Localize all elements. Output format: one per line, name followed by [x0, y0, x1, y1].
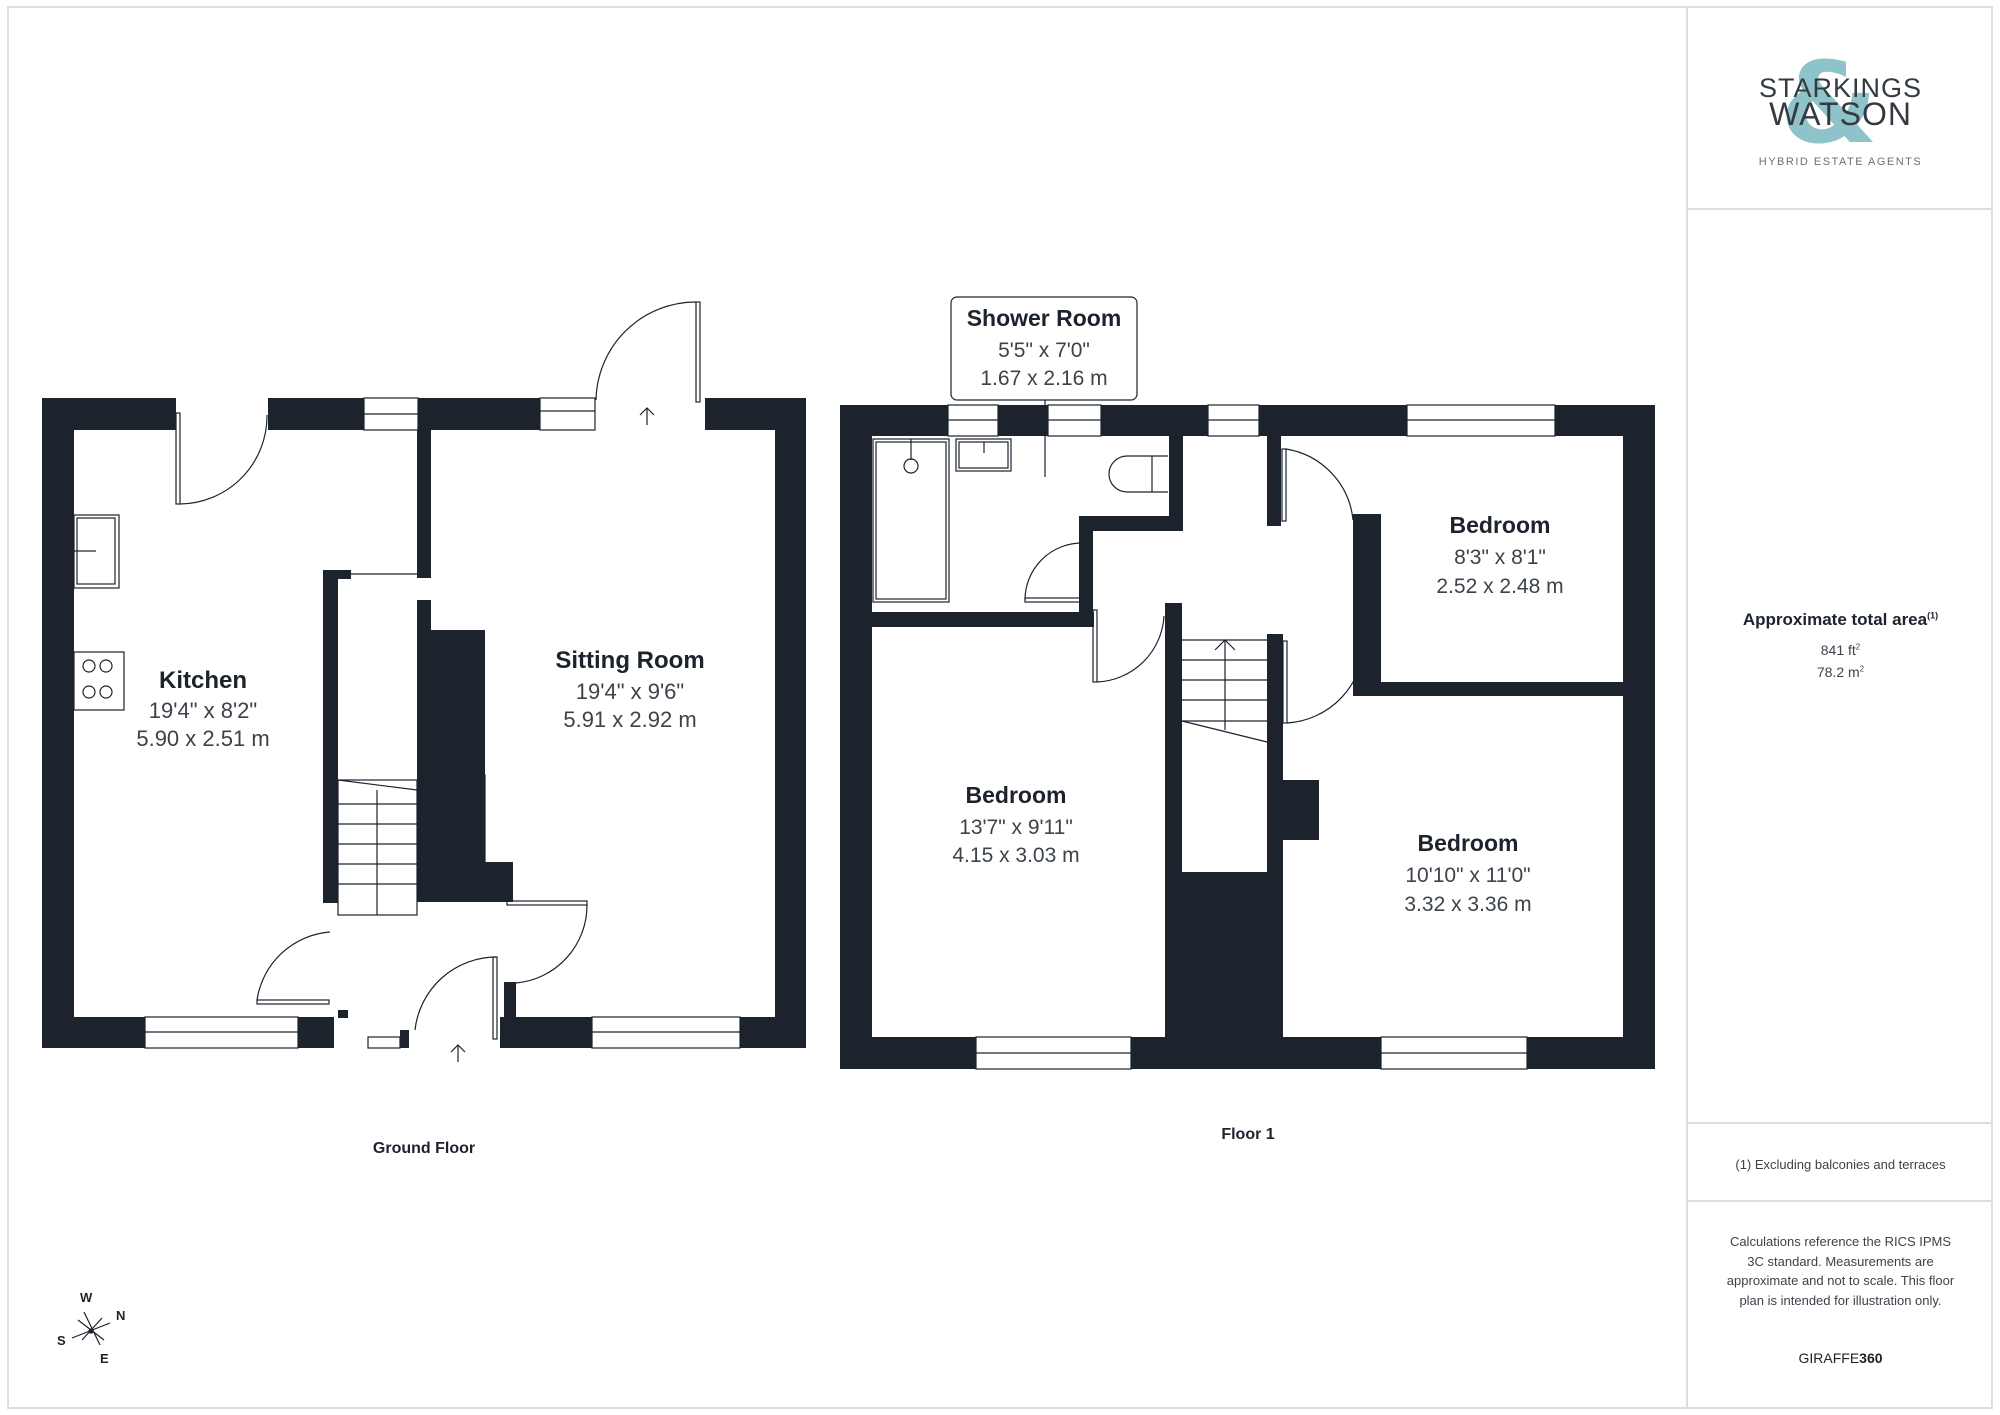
room-bedroom-right: Bedroom 10'10" x 11'0" 3.32 x 3.36 m — [1404, 830, 1531, 916]
svg-text:13'7" x 9'11": 13'7" x 9'11" — [959, 816, 1073, 839]
giraffe360-credit: GIRAFFE360 — [1798, 1350, 1883, 1366]
divider — [1688, 1122, 1993, 1124]
floorplan-canvas: Ground Floor Kitchen 19'4" x 8'2" 5.90 x… — [42, 296, 1655, 1366]
total-area-block: Approximate total area(1) 841 ft2 78.2 m… — [1688, 610, 1993, 680]
svg-text:Kitchen: Kitchen — [159, 667, 247, 694]
svg-text:5.90 x 2.51 m: 5.90 x 2.51 m — [136, 726, 269, 751]
floor-label-ground: Ground Floor — [373, 1140, 475, 1157]
svg-text:Shower Room: Shower Room — [967, 305, 1122, 331]
room-sitting-room: Sitting Room 19'4" x 9'6" 5.91 x 2.92 m — [555, 647, 704, 732]
room-kitchen: Kitchen 19'4" x 8'2" 5.90 x 2.51 m — [136, 667, 269, 751]
svg-text:Bedroom: Bedroom — [1418, 830, 1519, 856]
room-bedroom-small: Bedroom 8'3" x 8'1" 2.52 x 2.48 m — [1436, 512, 1563, 598]
area-footnote: (1) Excluding balconies and terraces — [1735, 1157, 1946, 1172]
svg-text:Bedroom: Bedroom — [1450, 512, 1551, 538]
svg-text:Sitting Room: Sitting Room — [555, 647, 704, 674]
ground-floor-plan — [42, 398, 806, 1048]
logo-tagline: HYBRID ESTATE AGENTS — [1758, 156, 1923, 168]
svg-text:S: S — [57, 1333, 66, 1348]
logo-line-1: STARKINGS — [1758, 73, 1923, 103]
svg-text:E: E — [100, 1351, 109, 1366]
svg-text:5'5" x 7'0": 5'5" x 7'0" — [998, 339, 1090, 362]
divider — [1688, 208, 1993, 210]
svg-text:N: N — [116, 1308, 125, 1323]
svg-text:19'4" x 9'6": 19'4" x 9'6" — [576, 679, 684, 704]
svg-text:2.52 x 2.48 m: 2.52 x 2.48 m — [1436, 575, 1563, 598]
svg-text:5.91 x 2.92 m: 5.91 x 2.92 m — [563, 707, 696, 732]
svg-text:1.67 x 2.16 m: 1.67 x 2.16 m — [980, 367, 1107, 390]
page-frame — [7, 6, 1993, 1409]
svg-text:3.32 x 3.36 m: 3.32 x 3.36 m — [1404, 893, 1531, 916]
svg-text:19'4" x 8'2": 19'4" x 8'2" — [149, 698, 257, 723]
area-sqm: 78.2 m2 — [1816, 664, 1865, 680]
logo-ampersand: & — [1780, 39, 1878, 169]
area-title: Approximate total area(1) — [1742, 610, 1939, 629]
svg-text:4.15 x 3.03 m: 4.15 x 3.03 m — [952, 844, 1079, 867]
room-shower-room: Shower Room 5'5" x 7'0" 1.67 x 2.16 m — [950, 296, 1138, 401]
room-bedroom-large: Bedroom 13'7" x 9'11" 4.15 x 3.03 m — [952, 782, 1079, 867]
svg-text:Bedroom: Bedroom — [966, 782, 1067, 808]
floor-1-plan — [840, 405, 1655, 1069]
logo-line-2: WATSON — [1769, 96, 1912, 132]
svg-text:W: W — [80, 1290, 93, 1305]
disclaimer-text: Calculations reference the RICS IPMS 3C … — [1726, 1234, 1955, 1308]
floor-label-floor-1: Floor 1 — [1221, 1126, 1274, 1143]
svg-text:10'10" x 11'0": 10'10" x 11'0" — [1405, 864, 1530, 887]
svg-text:8'3" x 8'1": 8'3" x 8'1" — [1454, 546, 1546, 569]
agent-logo: & STARKINGS WATSON HYBRID ESTATE AGENTS — [1688, 46, 1993, 176]
divider — [1688, 1200, 1993, 1202]
info-sidebar: & STARKINGS WATSON HYBRID ESTATE AGENTS … — [1686, 6, 1993, 1409]
area-sqft: 841 ft2 — [1820, 642, 1861, 658]
compass-icon: W N S E — [57, 1290, 125, 1366]
